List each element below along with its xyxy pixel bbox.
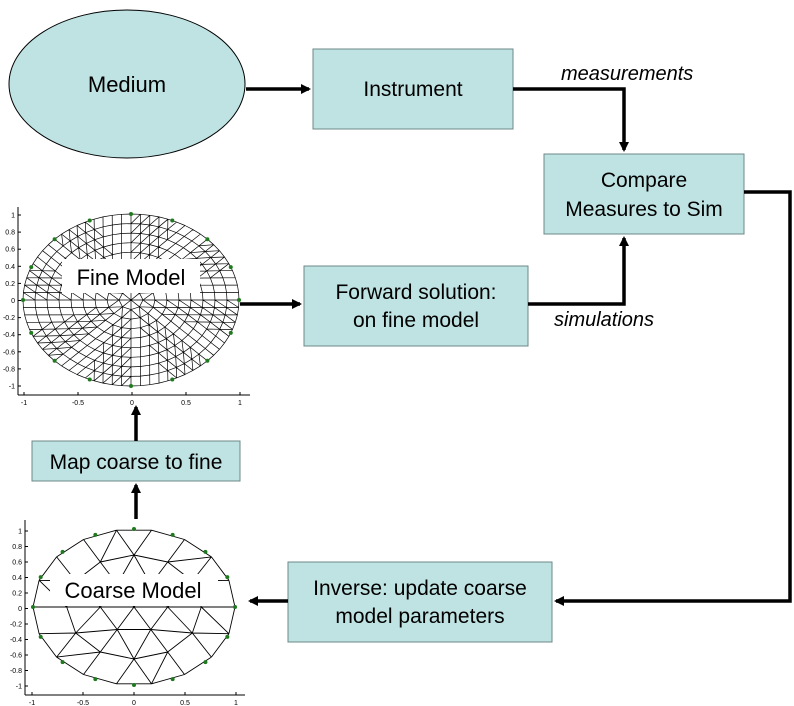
y-tick-label: -0.8 [3, 366, 15, 373]
compare-label-line1: Compare [601, 169, 687, 192]
electrode-dot [87, 377, 92, 382]
electrode-dot [38, 634, 43, 639]
electrode-dot [21, 298, 25, 302]
coarse-model-mesh [31, 527, 237, 687]
electrode-dot [237, 298, 241, 302]
y-tick-label: 0.4 [12, 575, 22, 582]
coarse-model-label: Coarse Model [65, 578, 202, 603]
electrode-dot [203, 549, 208, 554]
electrode-dot [170, 532, 175, 537]
simulations-label: simulations [554, 309, 654, 331]
electrode-dot [205, 358, 210, 363]
electrode-dot [170, 677, 175, 682]
electrode-dot [170, 218, 175, 223]
y-tick-label: -1 [9, 384, 15, 391]
x-tick-label: -1 [29, 700, 35, 706]
forward-solution-label-line1: Forward solution: [335, 281, 496, 304]
electrode-dot [93, 677, 98, 682]
electrode-dot [132, 527, 136, 531]
x-tick-label: 1 [238, 400, 242, 407]
arrow-instrument-to-compare [513, 87, 629, 152]
fine-model-label: Fine Model [77, 265, 186, 290]
electrode-dot [233, 605, 237, 609]
x-tick-label: -0.5 [72, 400, 84, 407]
medium-ellipse [8, 9, 246, 159]
x-tick-label: 0 [130, 400, 134, 407]
forward-solution-label-line2: on fine model [353, 309, 479, 332]
forward-solution-box [303, 265, 529, 347]
electrode-dot [205, 237, 210, 242]
medium-label: Medium [88, 72, 166, 97]
y-tick-label: -0.6 [10, 653, 22, 660]
y-tick-label: 0.4 [5, 264, 15, 271]
electrode-dot [225, 634, 230, 639]
electrode-dot [29, 265, 34, 270]
coarse-model-plot: 1 0.8 0.6 0.4 0.2 0 -0.2 -0.4 -0.6 -0.8 -1 -1 -0.5 0… [10, 520, 245, 706]
y-tick-label: -0.8 [10, 668, 22, 675]
electrode-dot [52, 237, 57, 242]
compare-box [543, 153, 745, 235]
x-tick-label: 1 [234, 700, 238, 706]
x-tick-label: -1 [21, 400, 27, 407]
coarse-plot-y-ticks: 1 0.8 0.6 0.4 0.2 0 -0.2 -0.4 -0.6 -0.8 -1 [10, 529, 28, 691]
map-coarse-to-fine-label: Map coarse to fine [50, 451, 223, 474]
compare-label-line2: Measures to Sim [565, 198, 723, 221]
y-tick-label: 0.8 [12, 544, 22, 551]
y-tick-label: 1 [18, 529, 22, 536]
coarse-model-label-background [50, 574, 218, 606]
arrow-forward-to-compare [528, 236, 629, 306]
y-tick-label: 0.2 [5, 281, 15, 288]
electrode-dot [87, 218, 92, 223]
arrow-compare-to-inverse [554, 190, 792, 606]
instrument-label: Instrument [363, 78, 462, 101]
electrode-dot [228, 265, 233, 270]
electrode-dot [60, 549, 65, 554]
fine-plot-y-ticks: 1 0.8 0.6 0.4 0.2 0 -0.2 -0.4 -0.6 -0.8 -1 [3, 213, 21, 391]
electrode-dot [129, 212, 133, 216]
y-tick-label: -0.2 [10, 622, 22, 629]
x-tick-label: 0.5 [181, 400, 191, 407]
instrument-box [312, 48, 514, 130]
y-tick-label: 1 [11, 213, 15, 220]
coarse-plot-x-ticks: -1 -0.5 0 0.5 1 [29, 692, 238, 706]
fine-model-plot: 1 0.8 0.6 0.4 0.2 0 -0.2 -0.4 -0.6 -0.8 -1 -1 -0.5 0… [3, 207, 250, 407]
electrode-dot [29, 330, 34, 335]
y-tick-label: 0 [18, 606, 22, 613]
x-tick-label: -0.5 [77, 700, 89, 706]
electrode-dot [225, 575, 230, 580]
electrode-dot [38, 575, 43, 580]
inverse-label-line2: model parameters [335, 605, 504, 628]
electrode-dot [203, 660, 208, 665]
electrode-dot [93, 532, 98, 537]
fine-model-mesh [21, 212, 241, 388]
electrode-dot [132, 683, 136, 687]
y-tick-label: 0.2 [12, 591, 22, 598]
y-tick-label: -0.4 [10, 637, 22, 644]
y-tick-label: 0.6 [12, 560, 22, 567]
fine-model-label-background [62, 259, 200, 293]
y-tick-label: -1 [16, 684, 22, 691]
fine-plot-x-ticks: -1 -0.5 0 0.5 1 [21, 392, 242, 407]
connector-arrows [131, 84, 792, 606]
y-tick-label: 0.8 [5, 230, 15, 237]
map-coarse-to-fine-box [31, 440, 241, 482]
electrode-dot [129, 384, 133, 388]
electrode-dot [31, 605, 35, 609]
y-tick-label: 0.6 [5, 247, 15, 254]
electrode-dot [60, 660, 65, 665]
x-tick-label: 0 [132, 700, 136, 706]
electrode-dot [228, 330, 233, 335]
inverse-box [287, 561, 553, 643]
y-tick-label: -0.4 [3, 332, 15, 339]
y-tick-label: -0.2 [3, 315, 15, 322]
y-tick-label: 0 [11, 298, 15, 305]
electrode-dot [52, 358, 57, 363]
inverse-label-line1: Inverse: update coarse [313, 577, 527, 600]
measurements-label: measurements [561, 63, 693, 85]
electrode-dot [170, 377, 175, 382]
x-tick-label: 0.5 [180, 700, 190, 706]
y-tick-label: -0.6 [3, 349, 15, 356]
